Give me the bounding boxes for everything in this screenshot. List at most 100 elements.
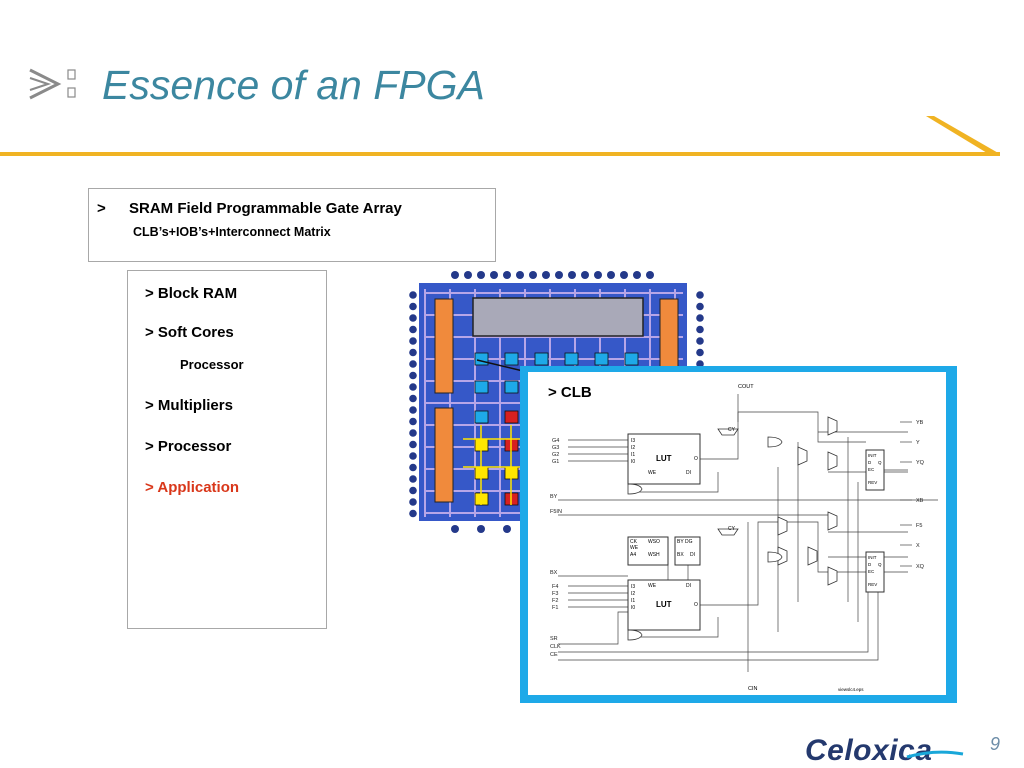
io-pad	[503, 525, 511, 533]
svg-text:I2: I2	[631, 591, 635, 597]
item-processor: > Processor	[145, 438, 232, 455]
io-pad	[581, 271, 589, 279]
bullet-marker: >	[97, 200, 106, 217]
io-pad	[451, 271, 459, 279]
carry-mux	[717, 428, 739, 436]
output-label: F5	[916, 523, 922, 529]
svg-text:D: D	[868, 460, 872, 465]
input-label: F3	[552, 591, 558, 597]
sram-fpga-heading: SRAM Field Programmable Gate Array	[129, 200, 402, 217]
mux-symbol	[827, 416, 838, 436]
signal-label: CE	[550, 652, 558, 658]
wso-wsh-block	[627, 536, 669, 566]
item-soft-cores: > Soft Cores	[145, 324, 234, 341]
output-label: XB	[916, 498, 924, 504]
io-pad	[594, 271, 602, 279]
svg-text:EC: EC	[868, 467, 875, 472]
clb-cell	[624, 352, 639, 366]
svg-text:DI: DI	[690, 552, 695, 558]
svg-text:I2: I2	[631, 445, 635, 451]
svg-text:I3: I3	[631, 584, 635, 590]
lut-bottom-label: LUT	[656, 600, 672, 609]
lut-top	[627, 433, 701, 485]
cout-label: COUT	[738, 384, 754, 390]
io-pad	[409, 486, 417, 495]
io-pad	[542, 271, 550, 279]
svg-text:CK: CK	[630, 539, 638, 545]
svg-text:BX: BX	[677, 552, 684, 558]
io-pad	[646, 271, 654, 279]
io-pad	[696, 337, 704, 345]
io-pad	[516, 271, 524, 279]
output-label: YQ	[916, 460, 925, 466]
input-label: G2	[552, 452, 559, 458]
io-pad	[696, 360, 704, 368]
input-label: F1	[552, 605, 558, 611]
io-pad	[503, 271, 511, 279]
svg-text:WSH: WSH	[648, 552, 660, 558]
input-label: G3	[552, 445, 559, 451]
flip-flop-top	[865, 449, 885, 491]
features-box: > Block RAM > Soft Cores Processor > Mul…	[127, 270, 327, 629]
clb-cell	[504, 352, 519, 366]
io-pad	[409, 394, 417, 403]
io-pad	[555, 271, 563, 279]
clb-cell	[474, 410, 489, 424]
mux-symbol	[807, 546, 818, 566]
input-label: G1	[552, 459, 559, 465]
output-label: X	[916, 543, 920, 549]
schematic-wire	[700, 521, 866, 606]
carry-mux	[717, 528, 739, 536]
clb-cell	[534, 352, 549, 366]
io-pad	[409, 509, 417, 518]
io-pad	[409, 475, 417, 483]
item-block-ram: > Block RAM	[145, 285, 238, 302]
multiplier-block	[434, 298, 454, 394]
io-pad	[607, 271, 615, 279]
io-pad	[409, 498, 417, 506]
signal-label: BY	[550, 494, 558, 500]
io-pad	[409, 291, 417, 299]
io-pad	[409, 383, 417, 391]
svg-text:D: D	[868, 562, 872, 567]
signal-label: F5IN	[550, 509, 562, 515]
item-soft-cores-processor: Processor	[180, 357, 244, 372]
input-label: G4	[552, 438, 559, 444]
cy-label-bottom: CY	[728, 526, 736, 532]
svg-text:O: O	[694, 456, 698, 462]
flip-flop-bottom	[865, 551, 885, 593]
svg-text:Q: Q	[878, 460, 882, 465]
sram-fpga-box: > SRAM Field Programmable Gate Array CLB…	[88, 188, 496, 262]
lut-top-label: LUT	[656, 454, 672, 463]
io-pad	[409, 440, 417, 449]
io-pad	[633, 271, 641, 279]
clb-cell	[504, 410, 519, 424]
signal-label: CLK	[550, 644, 561, 650]
page-number: 9	[990, 734, 1001, 754]
svg-text:I3: I3	[631, 438, 635, 444]
svg-text:DI: DI	[686, 583, 691, 589]
svg-text:BY DG: BY DG	[677, 539, 693, 545]
svg-text:REV: REV	[868, 582, 877, 587]
header-rule	[0, 116, 1000, 156]
output-label: Y	[916, 440, 920, 446]
io-pad	[409, 452, 417, 460]
output-label: YB	[916, 420, 924, 426]
logic-gate	[627, 629, 643, 641]
svg-text:WSO: WSO	[648, 539, 660, 545]
svg-text:INIT: INIT	[868, 555, 877, 560]
io-pad	[696, 291, 704, 299]
svg-text:DI: DI	[686, 470, 691, 476]
svg-text:I1: I1	[631, 452, 635, 458]
mux-symbol	[777, 516, 788, 536]
mux-symbol	[827, 511, 838, 531]
multiplier-block	[434, 407, 454, 503]
svg-text:WE: WE	[648, 583, 657, 589]
item-application: > Application	[145, 479, 240, 496]
schematic-wire	[558, 592, 869, 653]
io-pad	[409, 429, 417, 437]
svg-text:I0: I0	[631, 605, 635, 611]
mux-symbol	[827, 451, 838, 471]
